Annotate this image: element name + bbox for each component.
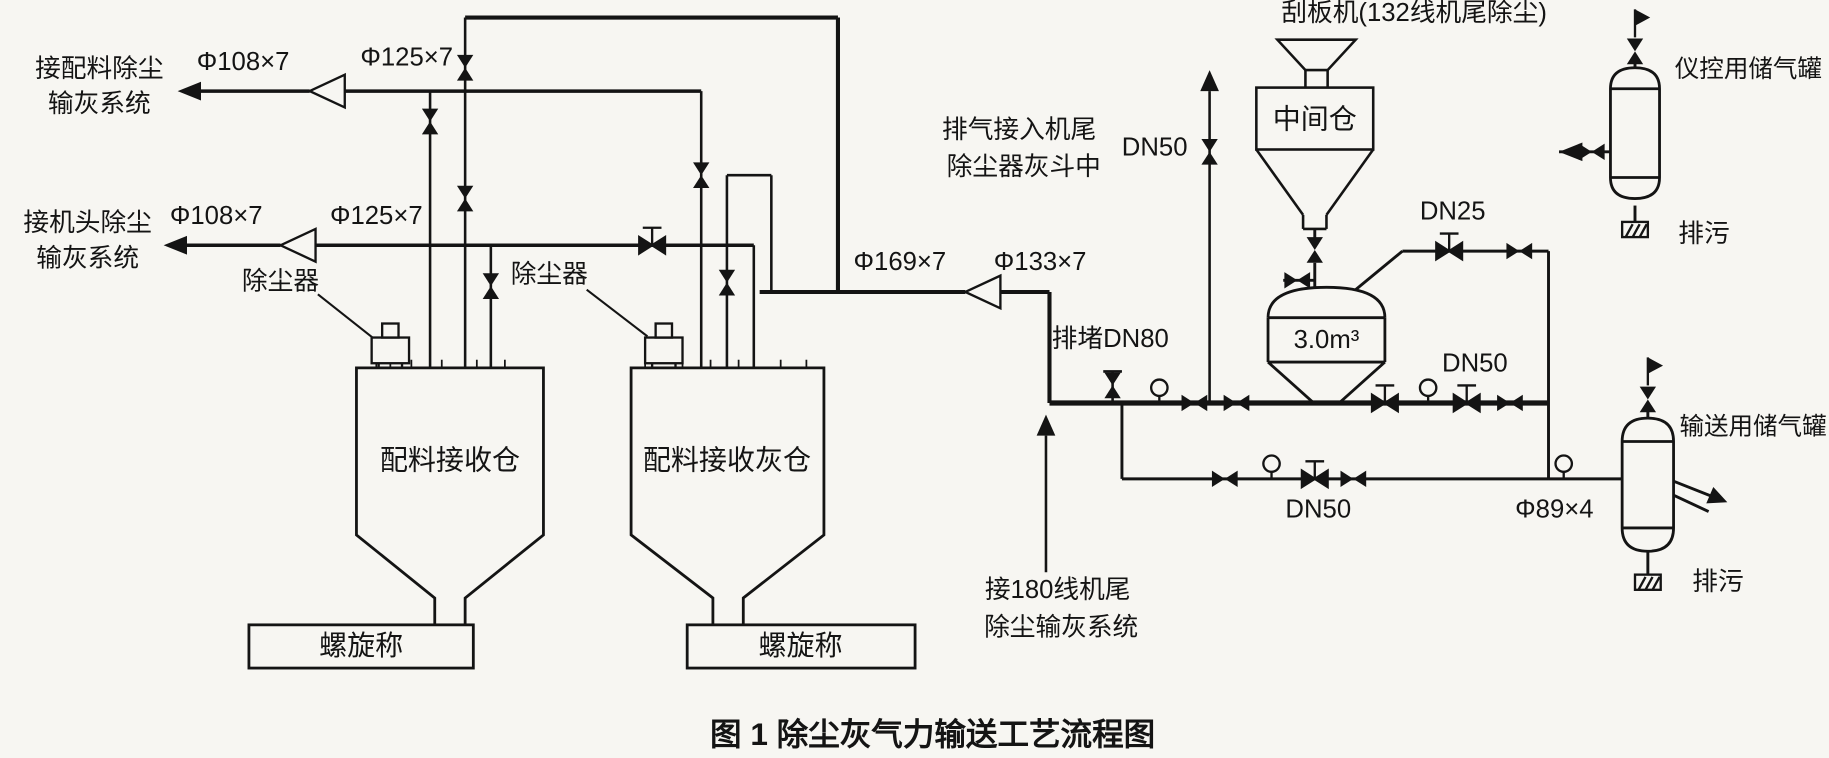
blow-vessel-outline	[1266, 285, 1387, 403]
label-batching-system-2: 输灰系统	[48, 89, 151, 118]
arrow-up-icon	[1200, 70, 1219, 92]
valve-icon	[1302, 461, 1328, 487]
valve-icon	[1181, 394, 1208, 412]
bin-right-outline	[629, 366, 826, 627]
label-pipe-133: Φ133×7	[994, 248, 1087, 276]
label-drain-top: 排污	[1678, 219, 1729, 248]
arrow-right-icon	[1706, 487, 1728, 504]
figure-caption: 图 1 除尘灰气力输送工艺流程图	[710, 716, 1155, 752]
reducer-icon	[308, 73, 346, 109]
valve-icon	[639, 228, 665, 254]
label-drain-bottom: 排污	[1692, 567, 1743, 596]
label-paidu-dn80: 排堵DN80	[1052, 324, 1169, 353]
flow-arrows	[163, 70, 1728, 504]
bin-left-outline	[355, 366, 545, 627]
reducer-icon	[279, 227, 317, 263]
drain-icon	[1620, 220, 1650, 239]
valve-icon	[1578, 143, 1605, 161]
label-bin-right: 配料接收灰仓	[643, 445, 811, 476]
label-dust-collector-left: 除尘器	[242, 267, 319, 296]
middle-bin-outline	[1255, 86, 1375, 231]
valve-icon	[1626, 38, 1644, 65]
valve-icon	[1306, 237, 1323, 263]
valve-icon	[1284, 272, 1311, 289]
label-pipe-125-mid: Φ125×7	[330, 202, 423, 230]
label-pipe-169: Φ169×7	[854, 248, 947, 276]
valve-icon	[1454, 385, 1480, 411]
gauge-icon	[1149, 378, 1169, 405]
tank-instrument-outline	[1609, 66, 1661, 200]
relief-valve-icon	[1633, 8, 1652, 39]
valve-icon	[718, 269, 736, 296]
relief-valve-icon	[1646, 356, 1665, 387]
valve-icon	[456, 54, 474, 81]
label-middle-bin: 中间仓	[1273, 103, 1357, 134]
gauge-icon	[1418, 378, 1438, 405]
label-batching-system-1: 接配料除尘	[35, 54, 163, 83]
label-pipe-89: Φ89×4	[1515, 495, 1593, 523]
valve-icon	[1506, 242, 1533, 260]
label-head-system-1: 接机头除尘	[23, 208, 151, 237]
label-exhaust-note-1: 排气接入机尾	[942, 115, 1096, 144]
scraper-funnel	[1274, 38, 1359, 88]
label-line180-1: 接180线机尾	[985, 575, 1131, 604]
label-pipe-125-top: Φ125×7	[360, 43, 453, 71]
label-dn50-exhaust: DN50	[1122, 133, 1188, 161]
valve-icon	[456, 185, 474, 212]
scale-left-box	[247, 623, 475, 670]
label-scraper: 刮板机(132线机尾除尘)	[1281, 0, 1547, 27]
dust-collector-leaders	[317, 288, 649, 340]
label-dn25: DN25	[1420, 198, 1486, 226]
label-tank-conveying: 输送用储气罐	[1679, 412, 1826, 440]
arrow-up-icon	[1036, 414, 1056, 436]
valve-icon	[1372, 385, 1398, 411]
pipe-network-heavy	[465, 15, 1052, 403]
label-tank-instrument: 仪控用储气罐	[1675, 55, 1822, 83]
dust-collector-icon	[370, 322, 411, 370]
drain-icon	[1633, 573, 1662, 591]
tank-conveying-outline	[1620, 416, 1675, 553]
label-scale-right: 螺旋称	[759, 630, 843, 661]
valve-icon	[1639, 386, 1657, 413]
label-dn50-lower: DN50	[1285, 495, 1351, 523]
arrow-left-icon	[163, 235, 187, 255]
label-dust-collector-right: 除尘器	[511, 260, 588, 289]
valve-icon	[1436, 234, 1462, 260]
dust-collector-icon	[643, 322, 684, 370]
scale-right-box	[685, 623, 917, 670]
label-pipe-108-top: Φ108×7	[197, 48, 290, 76]
pipe-network-headers	[184, 89, 754, 248]
reducer-icon	[964, 274, 1002, 310]
label-pipe-108-mid: Φ108×7	[170, 202, 263, 230]
gauge-icon	[1554, 454, 1574, 481]
valve-icon	[1497, 394, 1523, 412]
gauge-icon	[1262, 454, 1281, 481]
label-dn50-main: DN50	[1442, 349, 1508, 377]
valve-icon	[482, 273, 500, 299]
arrow-left-icon	[177, 81, 202, 101]
valve-icon	[1201, 138, 1218, 165]
valve-icon	[1223, 394, 1250, 412]
label-head-system-2: 输灰系统	[36, 243, 139, 272]
label-vessel-volume: 3.0m³	[1294, 326, 1360, 354]
valve-icon	[693, 162, 710, 189]
label-scale-left: 螺旋称	[319, 630, 403, 661]
label-exhaust-note-2: 除尘器灰斗中	[947, 152, 1101, 181]
valve-icon	[421, 108, 439, 135]
label-bin-left: 配料接收仓	[380, 445, 520, 476]
label-line180-2: 除尘输灰系统	[984, 612, 1138, 641]
